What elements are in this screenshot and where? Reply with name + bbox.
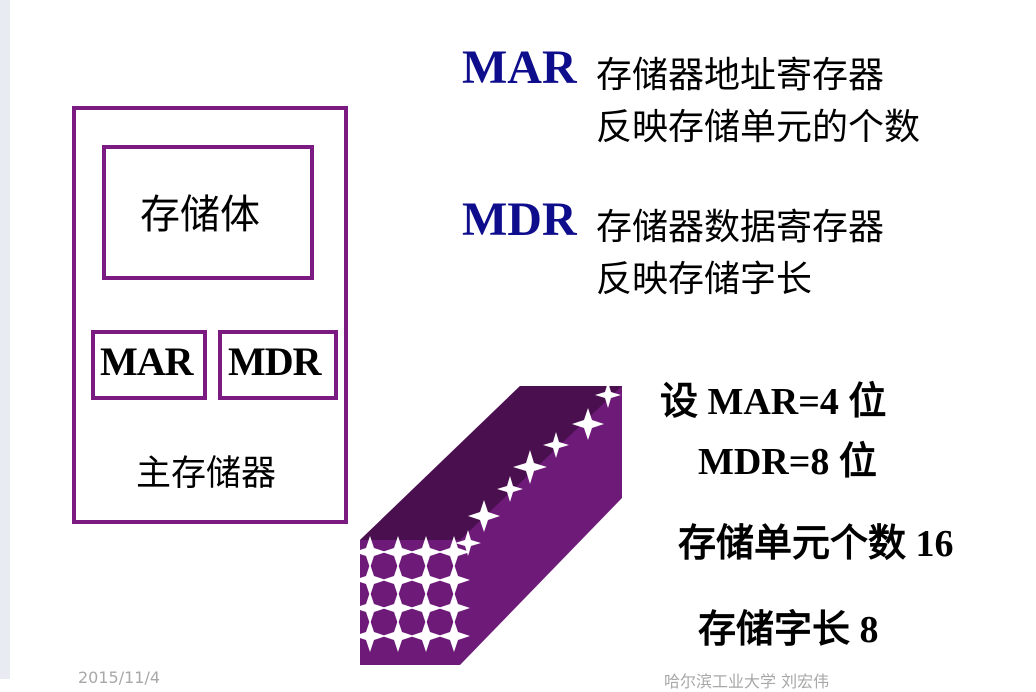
- example-mar-bits: 设 MAR=4 位: [660, 370, 886, 425]
- mdr-definition-name: MDR: [462, 192, 577, 247]
- example-unit-count: 存储单元个数 16: [678, 512, 954, 567]
- decorative-crystal-graphic: [360, 380, 630, 665]
- mar-box-label: MAR: [100, 338, 193, 385]
- example-word-length: 存储字长 8: [698, 598, 879, 653]
- slide-left-edge: [0, 0, 10, 679]
- storage-body-label: 存储体: [140, 182, 260, 240]
- mdr-box-label: MDR: [228, 338, 321, 385]
- example-mdr-bits: MDR=8 位: [698, 430, 877, 485]
- mar-definition-line1: 存储器地址寄存器: [596, 46, 884, 98]
- main-memory-label: 主存储器: [136, 445, 276, 496]
- mar-definition-line2: 反映存储单元的个数: [596, 98, 920, 150]
- footer-author: 哈尔滨工业大学 刘宏伟: [664, 668, 829, 692]
- mdr-definition-line2: 反映存储字长: [596, 250, 812, 302]
- mdr-definition-line1: 存储器数据寄存器: [596, 198, 884, 250]
- footer-date: 2015/11/4: [78, 668, 160, 687]
- mar-definition-name: MAR: [462, 40, 577, 95]
